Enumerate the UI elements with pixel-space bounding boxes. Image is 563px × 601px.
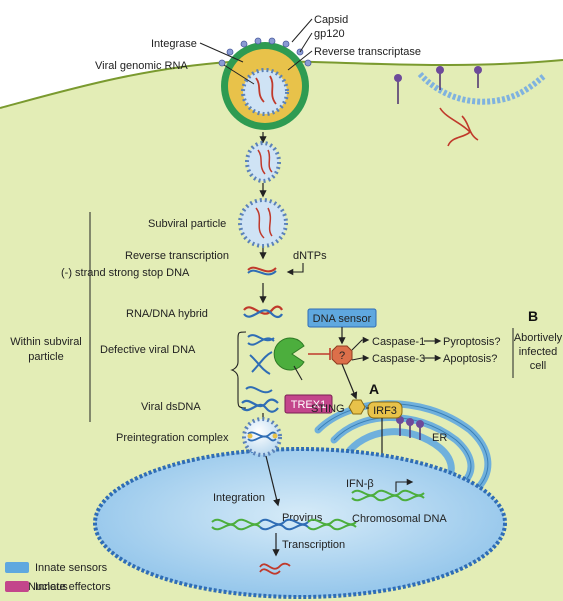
dna-sensor-label: DNA sensor [313, 313, 372, 325]
caspase3-label: Caspase-3 [372, 353, 425, 365]
apoptosis-label: Apoptosis? [443, 353, 497, 365]
virion-leader-lines [199, 18, 313, 85]
irf3-box [367, 401, 403, 419]
reverse-transcription-label: Reverse transcription [125, 250, 229, 262]
dntps-label: dNTPs [293, 250, 327, 262]
gp120-label: gp120 [314, 28, 345, 40]
er-outline [317, 403, 489, 489]
unknown-sensor-label: ? [339, 350, 345, 362]
bracket-label-1: Within subviral [10, 336, 82, 348]
caspase1-label: Caspase-1 [372, 336, 425, 348]
viral-mrna [259, 562, 291, 570]
integration-label: Integration [213, 492, 265, 504]
abortive-line-3: cell [530, 360, 547, 372]
chromosomal-dna-label: Chromosomal DNA [352, 513, 447, 525]
preintegration-complex [242, 417, 282, 457]
defective-dna-brace [230, 331, 247, 409]
irf3-label: IRF3 [373, 405, 397, 417]
integrase-label: Integrase [151, 38, 197, 50]
ifn-beta-label: IFN-β [346, 478, 374, 490]
rna-dna-hybrid [243, 305, 283, 319]
reverse-transcriptase-label: Reverse transcriptase [314, 46, 421, 58]
transcription-label: Transcription [282, 539, 345, 551]
chromosomal-dna [351, 489, 425, 502]
strong-stop-dna [247, 266, 277, 276]
defective-dna-fragments [245, 334, 275, 394]
trex1-nuclease-icon [273, 337, 305, 371]
preintegration-complex-label: Preintegration complex [116, 432, 229, 444]
sting-node [348, 399, 366, 415]
viral-genomic-rna-label: Viral genomic RNA [95, 60, 188, 72]
viral-dsdna-label: Viral dsDNA [141, 401, 201, 413]
panel-b-label: B [528, 308, 538, 324]
legend-sensor-swatch [5, 562, 29, 573]
pyroptosis-label: Pyroptosis? [443, 336, 500, 348]
abortive-line-1: Abortively [514, 332, 563, 344]
er-label: ER [432, 432, 447, 444]
bracket-label-2: particle [28, 351, 63, 363]
panel-a-label: A [369, 381, 379, 397]
subviral-particle [238, 198, 288, 248]
abortive-line-2: infected [519, 346, 558, 358]
viral-dsdna [241, 398, 279, 413]
provirus-dna [211, 518, 357, 531]
nucleus-label: Nucleus [28, 581, 68, 593]
capsid-label: Capsid [314, 14, 348, 26]
trex1-box [284, 394, 333, 414]
subviral-particle-label: Subviral particle [148, 218, 226, 230]
strong-stop-label: (-) strand strong stop DNA [61, 267, 190, 279]
membrane-pocket [394, 66, 546, 147]
trex1-label: TREX1 [291, 399, 326, 411]
sting-label: STING [311, 403, 345, 415]
legend-effector-swatch [5, 581, 29, 592]
defective-viral-dna-label: Defective viral DNA [100, 344, 196, 356]
virion [218, 37, 312, 130]
legend-sensors-label: Innate sensors [35, 562, 108, 574]
rna-dna-hybrid-label: RNA/DNA hybrid [126, 308, 208, 320]
entry-particle [245, 141, 281, 183]
er-glycoproteins [396, 416, 424, 440]
provirus-label: Provirus [282, 512, 323, 524]
legend-effectors-label: Innate effectors [35, 581, 111, 593]
gp120-spikes [218, 37, 312, 67]
unknown-sensor-node [331, 345, 353, 365]
